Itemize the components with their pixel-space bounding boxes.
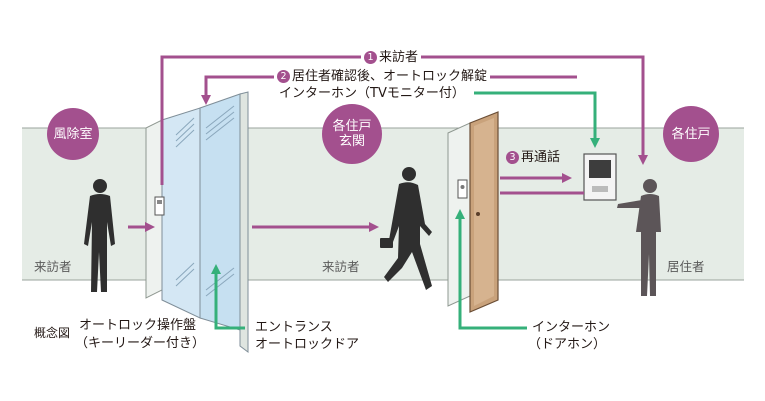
monitor-callout-line bbox=[474, 91, 600, 148]
monitor-label: インターホン（TVモニター付） bbox=[276, 86, 468, 101]
step1-number: 1 bbox=[364, 51, 377, 64]
door-phone-callout-line1: インターホン bbox=[532, 320, 611, 335]
room-unit-label: 各住戸 bbox=[671, 126, 711, 142]
zone-resident: 居住者 bbox=[667, 259, 705, 274]
room-unit-entrance-label-1: 各住戸 bbox=[332, 119, 372, 134]
door-phone-callout-line bbox=[455, 209, 527, 330]
room-unit: 各住戸 bbox=[663, 106, 719, 162]
key-reader-panel-icon bbox=[154, 196, 165, 216]
entrance-door-callout-line2: オートロックドア bbox=[255, 337, 360, 352]
step1-text: 来訪者 bbox=[379, 50, 419, 65]
door-phone-callout-line2: （ドアホン） bbox=[528, 337, 607, 352]
step2-number: 2 bbox=[277, 70, 290, 83]
room-unit-entrance-label-2: 玄関 bbox=[338, 134, 365, 149]
entrance-autolock-door bbox=[161, 91, 249, 353]
panel-callout-line1: オートロック操作盤 bbox=[79, 318, 197, 333]
step3-number: 3 bbox=[506, 151, 519, 164]
room-unit-entrance: 各住戸 玄関 bbox=[322, 104, 382, 164]
room-windbreak-label: 風除室 bbox=[53, 126, 93, 142]
zone-visitor-left: 来訪者 bbox=[34, 259, 72, 274]
resident-figure-icon bbox=[617, 179, 661, 296]
door-intercom-icon bbox=[457, 179, 468, 199]
room-windbreak: 風除室 bbox=[47, 108, 99, 160]
visitor-figure-icon bbox=[84, 179, 115, 292]
visitor-with-bag-icon bbox=[380, 167, 432, 290]
panel-callout-line2: （キーリーダー付き） bbox=[75, 336, 206, 351]
step3-text: 再通話 bbox=[521, 150, 561, 165]
tv-monitor-icon bbox=[583, 153, 617, 201]
entrance-door-callout-line1: エントランス bbox=[255, 320, 333, 335]
step2-text: 居住者確認後、オートロック解錠 bbox=[292, 69, 488, 84]
entrance-door-callout-line bbox=[211, 264, 245, 330]
zone-visitor-middle: 来訪者 bbox=[322, 259, 360, 274]
diagram-title: 概念図 bbox=[34, 326, 71, 340]
